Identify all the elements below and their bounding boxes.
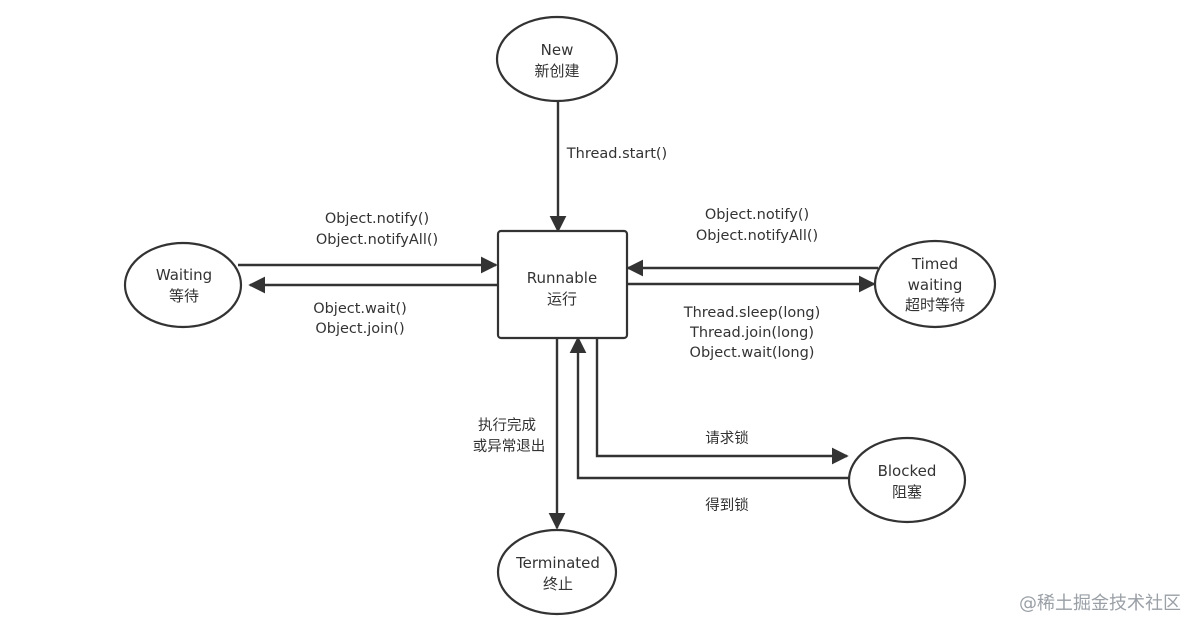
node-blocked-shape <box>847 436 967 524</box>
edge-blocked-to-runnable <box>569 336 852 480</box>
edge-label-request-lock: 请求锁 <box>705 430 749 447</box>
node-runnable: Runnable 运行 <box>496 229 629 340</box>
edge-label-runnable-to-timed-2: Thread.join(long) <box>689 325 814 341</box>
node-terminated-label: Terminated <box>515 554 600 572</box>
edge-label-runnable-to-timed-3: Object.wait(long) <box>690 345 815 361</box>
edge-label-timed-to-runnable-1: Object.notify() <box>705 207 809 223</box>
edge-label-terminate-1: 执行完成 <box>478 417 536 434</box>
edge-label-thread-start: Thread.start() <box>566 146 667 162</box>
node-runnable-label: Runnable <box>527 269 597 287</box>
node-timed-waiting-label-line2: waiting <box>908 276 963 294</box>
node-blocked: Blocked 阻塞 <box>847 436 967 524</box>
node-timed-waiting-sublabel: 超时等待 <box>905 296 965 314</box>
node-timed-waiting-shape <box>873 239 997 329</box>
node-timed-waiting-label-line1: Timed <box>911 255 958 273</box>
edge-label-timed-to-runnable-2: Object.notifyAll() <box>696 228 818 244</box>
node-runnable-shape <box>496 229 629 340</box>
node-new-label: New <box>541 41 574 59</box>
node-terminated-sublabel: 终止 <box>543 575 573 593</box>
node-runnable-sublabel: 运行 <box>547 290 577 308</box>
node-waiting-shape <box>123 241 243 329</box>
node-blocked-sublabel: 阻塞 <box>892 483 922 501</box>
edge-label-waiting-to-runnable-2: Object.notifyAll() <box>316 232 438 248</box>
node-blocked-label: Blocked <box>878 462 937 480</box>
node-waiting: Waiting 等待 <box>123 241 243 329</box>
node-timed-waiting: Timed waiting 超时等待 <box>873 239 997 329</box>
node-new-sublabel: 新创建 <box>534 62 579 80</box>
edge-label-runnable-to-timed-1: Thread.sleep(long) <box>683 305 821 321</box>
edge-runnable-to-blocked <box>595 338 849 465</box>
node-waiting-label: Waiting <box>156 266 212 284</box>
node-new: New 新创建 <box>495 15 619 103</box>
node-terminated: Terminated 终止 <box>496 528 618 616</box>
watermark: @稀土掘金技术社区 <box>1019 593 1181 614</box>
node-new-shape <box>495 15 619 103</box>
node-waiting-sublabel: 等待 <box>169 287 199 305</box>
edge-label-get-lock: 得到锁 <box>705 497 749 514</box>
edge-label-waiting-to-runnable-1: Object.notify() <box>325 211 429 227</box>
edge-label-terminate-2: 或异常退出 <box>473 438 546 455</box>
edge-label-runnable-to-waiting-1: Object.wait() <box>313 301 407 317</box>
edge-label-runnable-to-waiting-2: Object.join() <box>315 321 404 337</box>
node-terminated-shape <box>496 528 618 616</box>
